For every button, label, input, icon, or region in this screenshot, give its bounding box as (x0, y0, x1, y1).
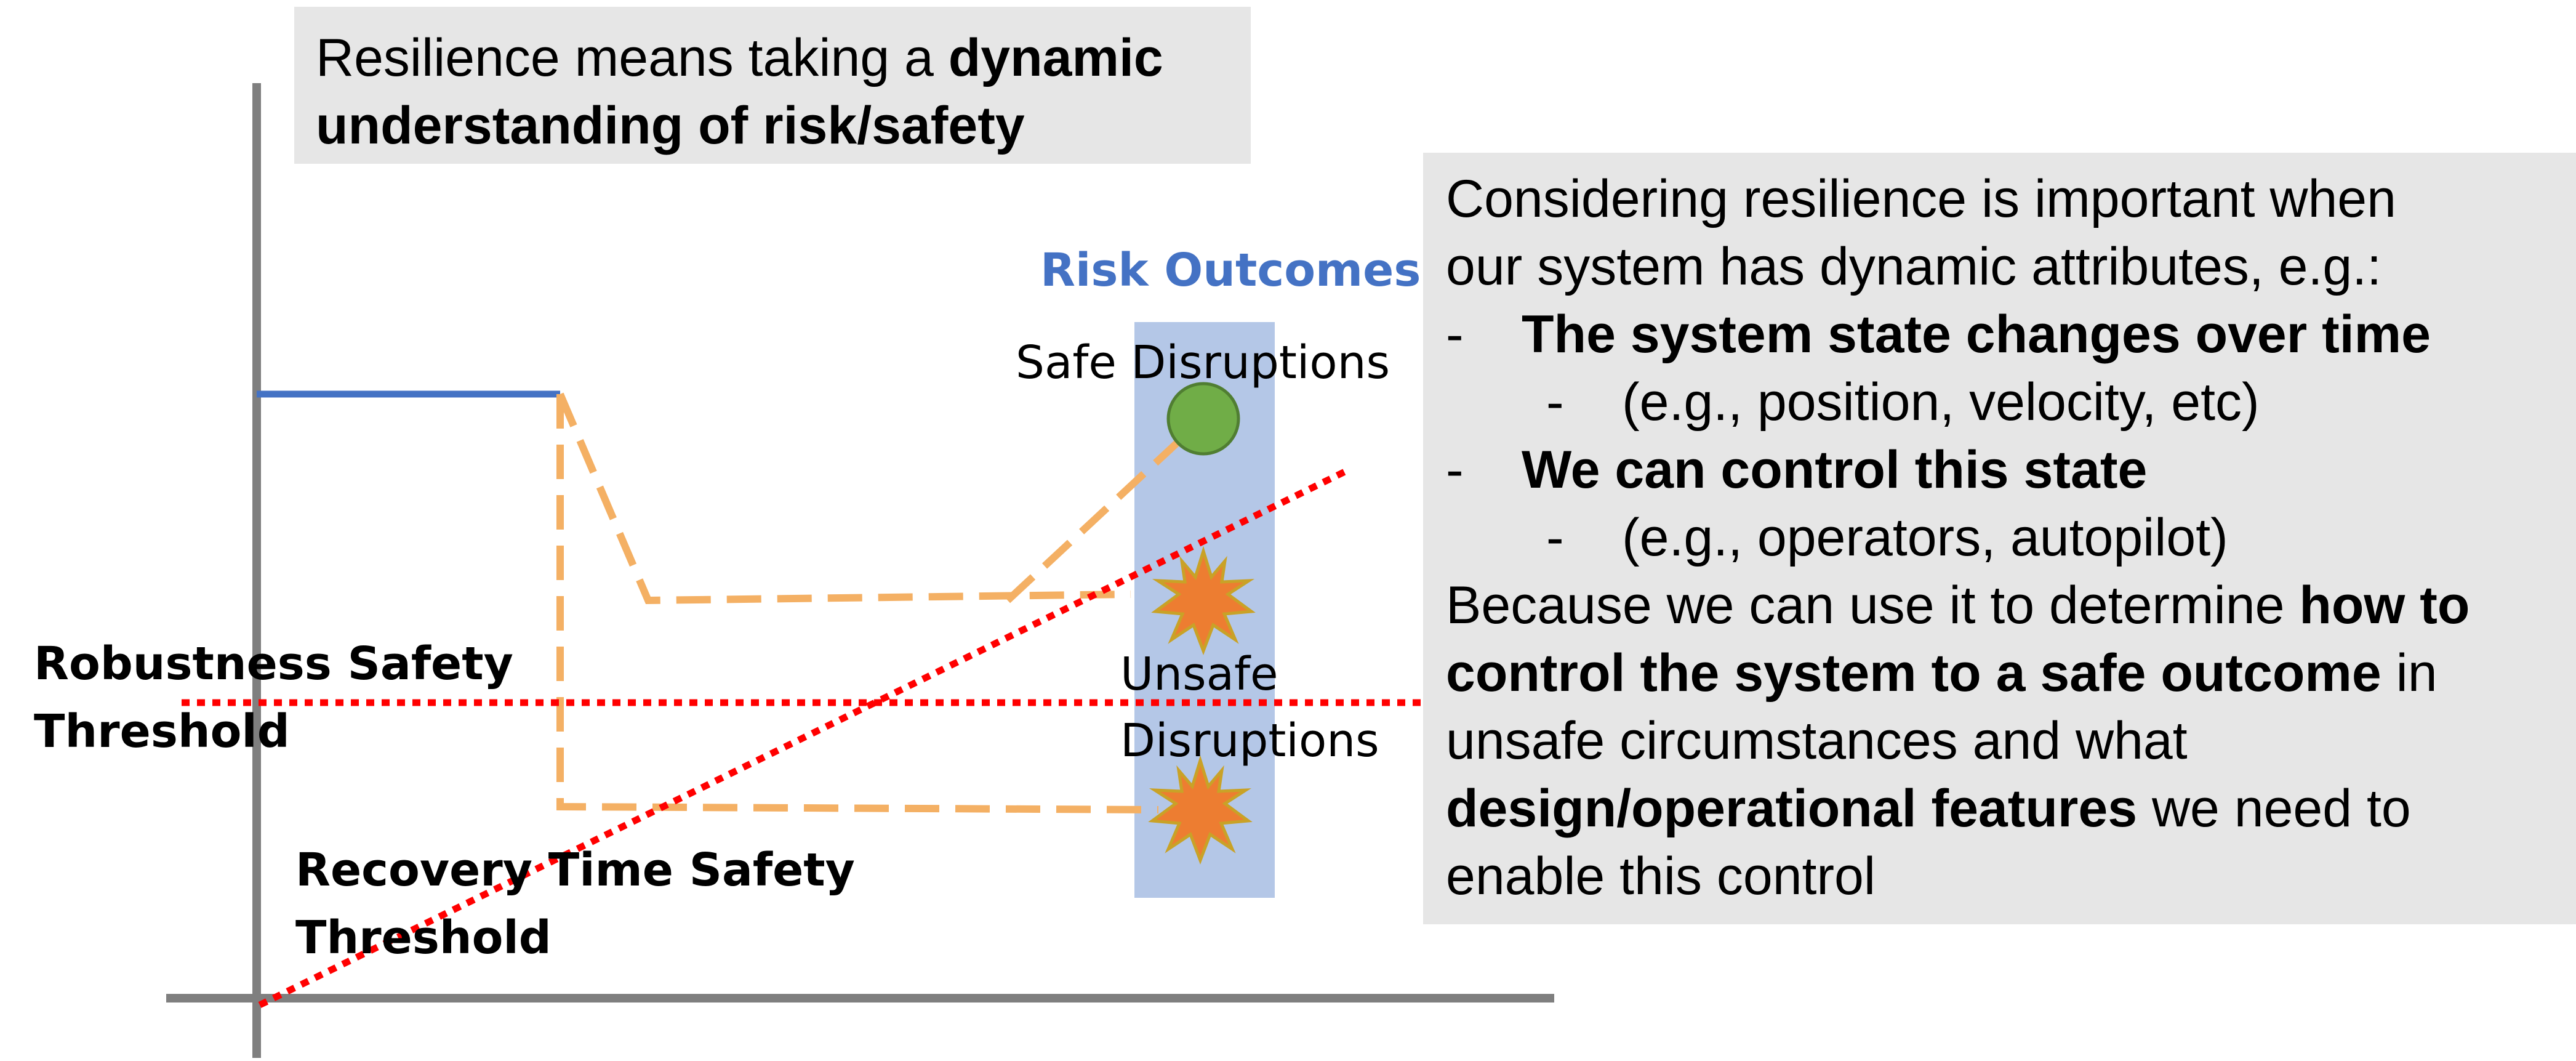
recovery-threshold-label-line-1: Recovery Time Safety (295, 844, 855, 897)
paragraph-emphasis: control the system to a safe outcome (1446, 643, 2381, 703)
safe-disruptions-label: Safe Disruptions (1016, 336, 1390, 389)
sub-bullet-dash: - (1546, 508, 1564, 567)
sub-bullet-dash: - (1546, 373, 1564, 432)
sub-bullet-item-1-text: (e.g., position, velocity, etc) (1622, 373, 2260, 432)
bullet-item-2-text: We can control this state (1522, 440, 2148, 499)
paragraph-text: Because we can use it to determine (1446, 576, 2300, 635)
bullet-item-1-text: The system state changes over time (1522, 305, 2431, 364)
paragraph-text: we need to (2137, 779, 2411, 838)
title-line-1: Resilience means taking a dynamic (316, 24, 1251, 92)
title-emphasis: dynamic (948, 28, 1163, 87)
robustness-threshold-label-line-1: Robustness Safety (34, 637, 513, 690)
info-paragraph-line-3: unsafe circumstances and what (1446, 711, 2188, 770)
risk-outcomes-label: Risk Outcomes (1040, 244, 1421, 297)
trajectory-recovery-to-safe (1005, 435, 1185, 603)
safe-outcome-marker (1166, 382, 1240, 456)
recovery-time-threshold-line (258, 466, 1352, 1008)
sub-bullet-item-2: -(e.g., operators, autopilot) (1446, 504, 2576, 571)
info-box: Considering resilience is important when… (1423, 153, 2576, 924)
paragraph-emphasis: design/operational features (1446, 779, 2138, 838)
info-paragraph-line-5: enable this control (1446, 847, 1876, 906)
bullet-item-2: -We can control this state (1446, 436, 2576, 504)
info-paragraph-line-2: control the system to a safe outcome in (1446, 639, 2576, 707)
paragraph-text: in (2381, 643, 2438, 703)
title-box: Resilience means taking a dynamic unders… (294, 7, 1251, 164)
paragraph-emphasis: how to (2299, 576, 2470, 635)
trajectory-path-upper (556, 392, 1131, 605)
recovery-threshold-label-line-2: Threshold (295, 911, 552, 964)
unsafe-outcome-marker-lower (1148, 755, 1253, 865)
info-paragraph-line-4: design/operational features we need to (1446, 775, 2576, 842)
trajectory-path-lower (556, 394, 1159, 813)
bullet-dash: - (1446, 305, 1464, 364)
sub-bullet-item-2-text: (e.g., operators, autopilot) (1622, 508, 2228, 567)
title-line-2: understanding of risk/safety (316, 96, 1025, 155)
sub-bullet-item-1: -(e.g., position, velocity, etc) (1446, 368, 2576, 436)
bullet-dash: - (1446, 440, 1464, 499)
bullet-item-1: -The system state changes over time (1446, 301, 2576, 368)
robustness-threshold-label-line-2: Threshold (34, 705, 290, 758)
unsafe-disruptions-label-line-2: Disruptions (1120, 714, 1379, 767)
unsafe-outcome-marker-upper (1151, 546, 1256, 656)
info-intro-line-2: our system has dynamic attributes, e.g.: (1446, 237, 2381, 296)
info-intro-line-1: Considering resilience is important when (1446, 169, 2396, 228)
unsafe-disruptions-label-line-1: Unsafe (1120, 648, 1278, 701)
title-text: Resilience means taking a (316, 28, 949, 87)
info-paragraph-line-1: Because we can use it to determine how t… (1446, 571, 2576, 639)
